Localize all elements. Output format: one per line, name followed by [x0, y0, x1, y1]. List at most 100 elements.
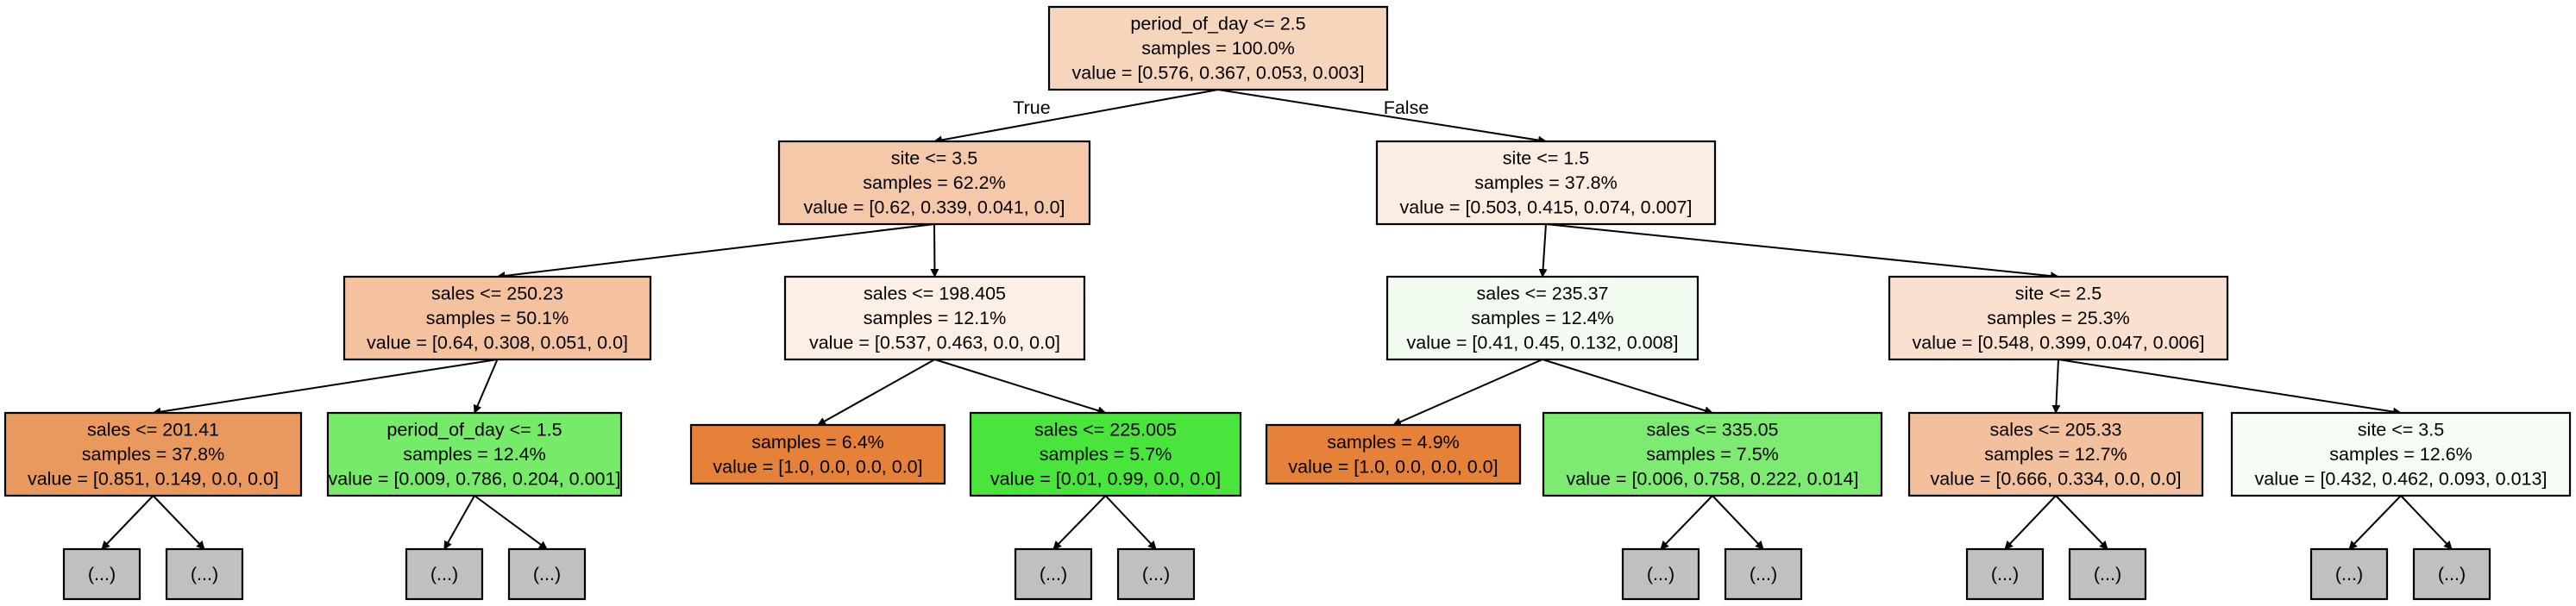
node-value-text: value = [0.666, 0.334, 0.0, 0.0]	[1930, 469, 2181, 490]
split-node: sales <= 198.405 samples = 12.1% value = […	[783, 275, 1086, 361]
node-value-text: value = [1.0, 0.0, 0.0, 0.0]	[713, 456, 922, 477]
edge-line	[473, 359, 499, 414]
tree-edge-arrow	[934, 359, 1107, 415]
node-box	[1047, 5, 1389, 91]
node-box	[2068, 547, 2147, 601]
node-value-text: value = [0.503, 0.415, 0.074, 0.007]	[1400, 197, 1693, 218]
edge-line	[1712, 495, 1764, 550]
edge-line	[2400, 495, 2453, 550]
node-samples-text: samples = 12.6%	[2329, 444, 2472, 465]
truncated-label: (...)	[533, 564, 561, 584]
truncated-subtree-node: (...)	[405, 547, 484, 601]
tree-edge-arrow	[817, 359, 935, 426]
node-samples-text: samples = 6.4%	[751, 432, 884, 453]
node-box	[62, 547, 141, 601]
tree-edge-arrow	[930, 223, 939, 278]
split-node: sales <= 205.33 samples = 12.7% value = [0…	[1907, 411, 2204, 497]
node-split-condition: period_of_day <= 1.5	[386, 420, 562, 440]
node-value-text: value = [0.41, 0.45, 0.132, 0.008]	[1407, 333, 1679, 353]
tree-edge-arrow	[474, 495, 548, 550]
node-value-text: value = [0.548, 0.399, 0.047, 0.006]	[1913, 333, 2205, 353]
tree-edge-arrow	[1538, 223, 1548, 278]
node-split-condition: sales <= 250.23	[431, 284, 563, 304]
tree-edge-arrow	[2055, 495, 2108, 550]
split-node: period_of_day <= 1.5 samples = 12.4% value…	[326, 411, 623, 497]
tree-edge-arrow	[1545, 223, 2059, 281]
truncated-subtree-node: (...)	[2068, 547, 2147, 601]
truncated-subtree-node: (...)	[1621, 547, 1700, 601]
node-samples-text: samples = 12.7%	[1984, 444, 2127, 465]
node-box	[689, 423, 946, 485]
node-samples-text: samples = 12.1%	[864, 308, 1007, 328]
edge-label-true: True	[1013, 97, 1050, 118]
tree-edge-arrow	[2348, 495, 2402, 550]
truncated-label: (...)	[1991, 564, 2019, 584]
edge-line	[443, 495, 475, 550]
node-samples-text: samples = 62.2%	[863, 172, 1006, 193]
node-value-text: value = [0.62, 0.339, 0.041, 0.0]	[803, 197, 1065, 218]
truncated-label: (...)	[2335, 564, 2363, 584]
edge-line	[1217, 89, 1547, 145]
edge-line	[1542, 359, 1713, 415]
node-split-condition: period_of_day <= 2.5	[1130, 14, 1305, 34]
truncated-label: (...)	[88, 564, 116, 584]
tree-edge-arrow	[101, 495, 154, 550]
tree-edge-arrow	[1052, 495, 1107, 550]
node-samples-text: samples = 7.5%	[1646, 444, 1779, 465]
edge-line	[152, 495, 205, 550]
edge-line	[933, 89, 1219, 145]
node-samples-text: samples = 5.7%	[1040, 444, 1172, 465]
edge-line	[474, 495, 548, 550]
node-value-text: value = [0.01, 0.99, 0.0, 0.0]	[990, 469, 1221, 490]
node-box	[3, 411, 303, 497]
node-box	[777, 140, 1091, 226]
edge-line	[2348, 495, 2402, 550]
edge-line	[1538, 223, 1548, 278]
edge-line	[496, 223, 935, 280]
node-split-condition: sales <= 198.405	[864, 284, 1006, 304]
node-value-text: value = [0.537, 0.463, 0.0, 0.0]	[809, 333, 1060, 353]
truncated-label: (...)	[1142, 564, 1170, 584]
node-samples-text: samples = 50.1%	[426, 308, 569, 328]
truncated-subtree-node: (...)	[1116, 547, 1196, 601]
node-box	[1116, 547, 1196, 601]
edge-line	[1052, 495, 1107, 550]
tree-edge-arrow	[496, 223, 935, 280]
node-box	[1014, 547, 1093, 601]
tree-edge-arrow	[152, 359, 498, 416]
edge-line	[1104, 495, 1157, 550]
edge-line	[934, 359, 1107, 415]
edge-label-false: False	[1384, 97, 1429, 118]
truncated-label: (...)	[2094, 564, 2121, 584]
node-box	[342, 275, 652, 361]
leaf-node: samples = 6.4% value = [1.0, 0.0, 0.0, 0.…	[689, 423, 946, 485]
node-value-text: value = [0.576, 0.367, 0.053, 0.003]	[1072, 63, 1365, 84]
node-box	[405, 547, 484, 601]
node-box	[326, 411, 623, 497]
node-split-condition: sales <= 205.33	[1989, 420, 2121, 440]
tree-edge-arrow: False	[1217, 89, 1547, 145]
node-split-condition: site <= 3.5	[891, 148, 977, 169]
truncated-subtree-node: (...)	[1014, 547, 1093, 601]
node-value-text: value = [0.009, 0.786, 0.204, 0.001]	[329, 469, 621, 490]
tree-edge-arrow: True	[933, 89, 1219, 145]
node-samples-text: samples = 100.0%	[1141, 38, 1294, 59]
node-box	[165, 547, 244, 601]
split-node: period_of_day <= 2.5 samples = 100.0% valu…	[1047, 5, 1389, 91]
node-samples-text: samples = 37.8%	[1474, 172, 1618, 193]
node-samples-text: samples = 25.3%	[1987, 308, 2130, 328]
truncated-subtree-node: (...)	[2412, 547, 2491, 601]
split-node: site <= 1.5 samples = 37.8% value = [0.503…	[1375, 140, 1717, 226]
split-node: site <= 3.5 samples = 62.2% value = [0.62,…	[777, 140, 1091, 226]
tree-edge-arrow	[1104, 495, 1157, 550]
node-samples-text: samples = 12.4%	[403, 444, 546, 465]
edge-line	[817, 359, 935, 426]
node-box	[2230, 411, 2572, 497]
tree-edge-arrow	[152, 495, 205, 550]
edge-line	[101, 495, 154, 550]
node-split-condition: site <= 1.5	[1503, 148, 1589, 169]
